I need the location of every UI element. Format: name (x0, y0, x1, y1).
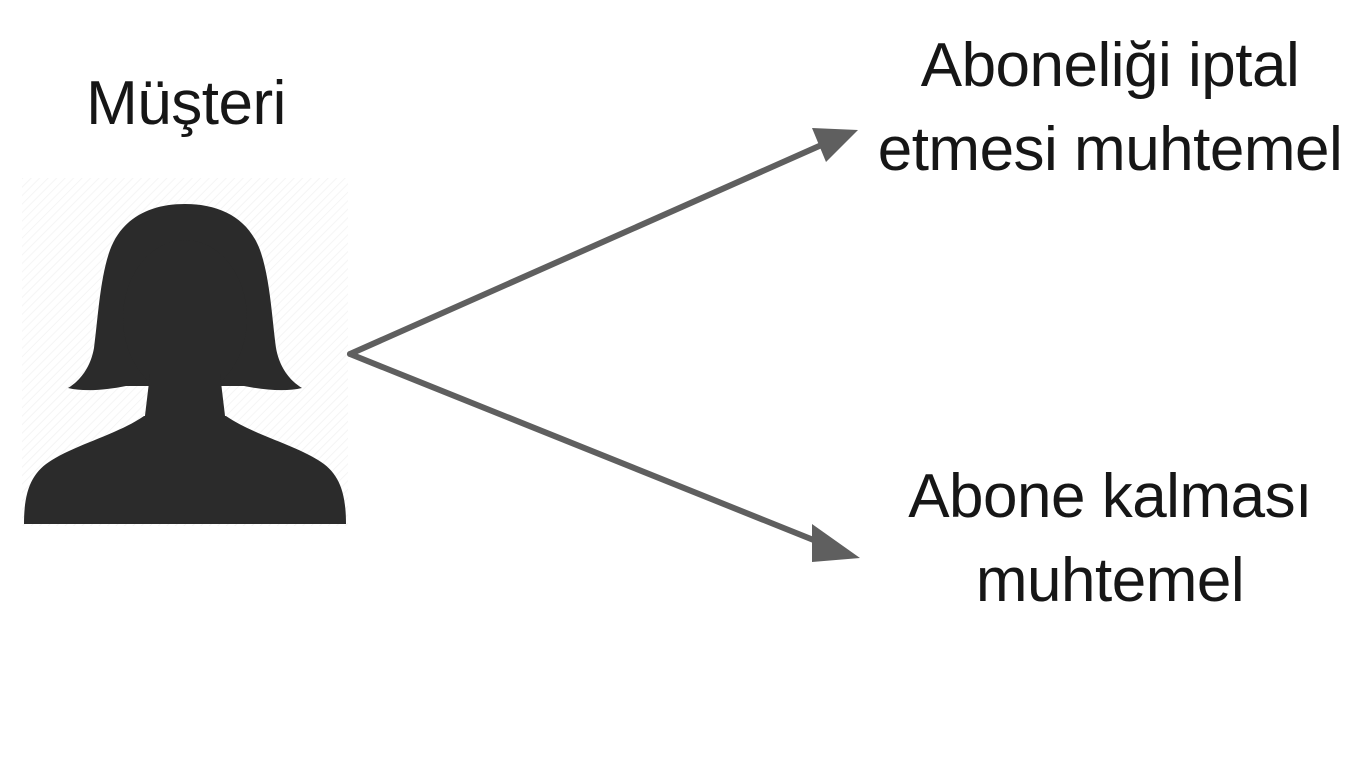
customer-label: Müşteri (0, 66, 372, 142)
outcome-retain-line-1: Abone kalması (908, 462, 1312, 531)
outcome-churn-line-2: etmesi muhtemel (877, 115, 1343, 184)
arrow-to-retain (347, 351, 860, 562)
outcome-churn-label: Aboneliği iptal etmesi muhtemel (860, 24, 1360, 192)
outcome-retain-label: Abone kalması muhtemel (860, 455, 1360, 623)
outcome-churn-line-1: Aboneliği iptal (920, 31, 1300, 100)
outcome-retain-line-2: muhtemel (975, 546, 1245, 615)
customer-label-text: Müşteri (86, 69, 286, 138)
customer-avatar (22, 178, 348, 526)
person-silhouette-icon (22, 178, 348, 526)
arrow-to-churn (347, 128, 858, 357)
